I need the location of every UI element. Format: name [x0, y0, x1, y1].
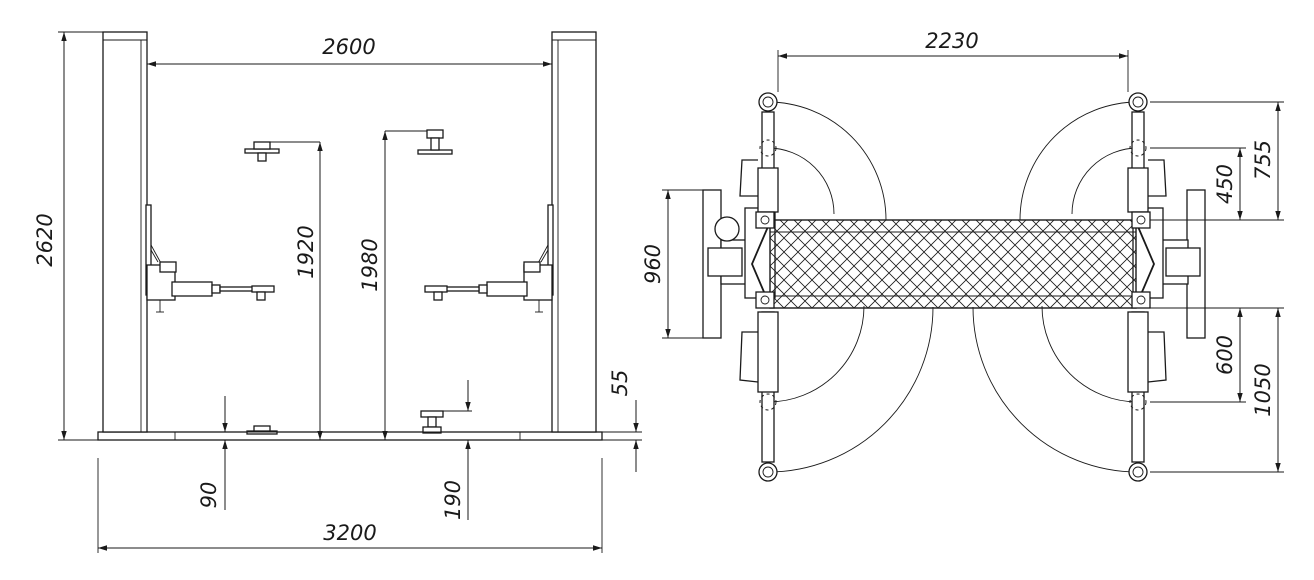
right-front-arm — [1127, 92, 1167, 213]
dim-base-width: 960 — [641, 189, 703, 339]
dim-overall-height: 2620 — [33, 31, 103, 441]
base-plate — [97, 431, 603, 441]
dim-label-55: 55 — [608, 370, 632, 397]
dim-long-arm-extended: 1050 — [1150, 308, 1284, 473]
dim-label-1050: 1050 — [1251, 363, 1275, 416]
dim-long-arm-retracted: 600 — [1150, 307, 1284, 403]
dim-label-2600: 2600 — [322, 35, 375, 59]
front-view: 2600 2620 1920 1980 90 — [33, 31, 642, 553]
left-lift-carriage — [145, 204, 275, 313]
dim-label-2230: 2230 — [925, 29, 978, 53]
right-column — [551, 31, 597, 433]
dim-column-spacing: 2600 — [147, 35, 552, 67]
top-view: 2230 960 755 450 600 — [641, 29, 1284, 482]
arm-swing-arcs — [767, 101, 1139, 473]
raised-pad-right — [385, 129, 453, 155]
dim-label-450: 450 — [1213, 164, 1237, 204]
lowered-pad-right — [385, 410, 468, 434]
dim-min-pad-height-b: 190 — [441, 380, 472, 520]
dim-max-lift-height-b: 1980 — [358, 131, 388, 440]
dim-label-960: 960 — [641, 244, 665, 284]
dim-short-arm-retracted: 450 — [1150, 147, 1246, 220]
dim-label-600: 600 — [1213, 335, 1237, 375]
right-lift-carriage — [424, 204, 554, 313]
dim-label-755: 755 — [1251, 140, 1275, 180]
left-front-arm — [739, 92, 779, 213]
carriage-brackets — [755, 211, 1151, 309]
dim-max-lift-height-a: 1920 — [294, 142, 323, 440]
dim-base-plate-thickness: 55 — [602, 370, 642, 472]
dim-label-3200: 3200 — [323, 521, 376, 545]
raised-pad-left — [244, 141, 320, 162]
dim-label-90: 90 — [197, 482, 221, 509]
dim-column-inner-spacing: 2230 — [777, 29, 1129, 92]
left-rear-arm — [739, 311, 779, 482]
dim-label-190: 190 — [441, 480, 465, 520]
dim-overall-width: 3200 — [97, 458, 603, 553]
dim-short-arm-extended: 755 — [1150, 101, 1284, 221]
dim-label-1980: 1980 — [358, 238, 382, 291]
dim-label-1920: 1920 — [294, 225, 318, 278]
left-column — [102, 31, 148, 433]
cross-beam — [751, 219, 1155, 309]
right-rear-arm — [1127, 311, 1167, 482]
lowered-pad-left — [225, 425, 320, 435]
dim-label-2620: 2620 — [33, 213, 57, 266]
dim-min-pad-height-a: 90 — [197, 396, 232, 510]
